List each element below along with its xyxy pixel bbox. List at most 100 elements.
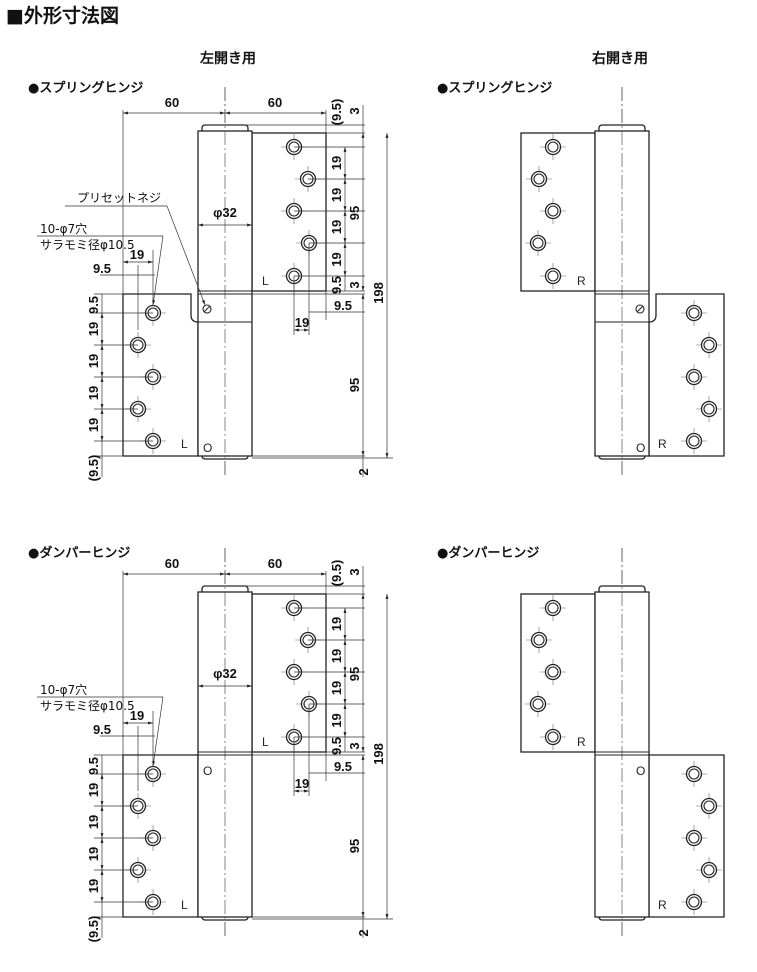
leaf-mark-upper: R (577, 735, 586, 749)
dim-pitch-horizontal-upper: 19 (295, 315, 309, 330)
dim-pitch-upper: 19 (329, 156, 344, 170)
dim-edge-horizontal-upper: 9.5 (334, 759, 352, 774)
right-hand-heading: 右開き用 (591, 50, 648, 67)
dim-pitch-upper: 19 (329, 220, 344, 234)
dim-total: 198 (371, 282, 386, 304)
preset-screw-icon (635, 304, 645, 314)
dim-cap-top: 3 (347, 107, 362, 114)
screw-hole-inner (688, 768, 700, 780)
hole-leader (152, 696, 164, 767)
dim-diameter: φ32 (213, 205, 237, 220)
preset-screw-leader (166, 205, 206, 306)
dim-pitch-lower: 19 (86, 879, 101, 893)
orientation-mark: O (203, 441, 212, 455)
dim-pitch-horizontal-upper: 19 (295, 776, 309, 791)
dim-cap-top: 3 (347, 568, 362, 575)
dim-edge-horizontal-lower: 9.5 (93, 261, 111, 276)
dim-edge-upper-bottom: 9.5 (329, 737, 344, 755)
dim-edge-upper-bottom: 9.5 (329, 276, 344, 294)
preset-screw-label: プリセットネジ (77, 191, 161, 205)
countersink-label: サラモミ径φ10.5 (40, 699, 135, 713)
leaf-mark-upper: R (577, 274, 586, 288)
dim-width-left: 60 (165, 556, 179, 571)
dim-pitch-lower: 19 (86, 815, 101, 829)
screw-hole-inner (703, 864, 715, 876)
spring-hinge-left-label: ●スプリングヒンジ (28, 80, 143, 96)
orientation-mark: O (203, 764, 212, 778)
hole-leader (152, 235, 164, 306)
damper-hinge-right-label: ●ダンパーヒンジ (437, 545, 539, 561)
screw-hole-inner (703, 403, 715, 415)
screw-hole-inner (533, 634, 545, 646)
dim-bottom-offset: (9.5) (86, 455, 101, 482)
dim-width-left: 60 (165, 95, 179, 110)
screw-hole-inner (547, 141, 559, 153)
screw-hole-inner (703, 339, 715, 351)
dim-leaf-span-upper: 95 (347, 206, 362, 220)
dim-pitch-upper: 19 (329, 713, 344, 727)
dim-cap-mid: 3 (347, 281, 362, 288)
dim-diameter: φ32 (213, 666, 237, 681)
screw-hole-inner (688, 896, 700, 908)
dim-edge-lower-top: 9.5 (86, 757, 101, 775)
spring-hinge-left-drawing: O L L 60 60 19 19 19 19 9.5 (9.5) 3 95 3 95 2 198 19 9.5 9.… (37, 87, 393, 481)
leaf-mark-lower: R (658, 898, 667, 912)
dim-edge-horizontal-lower: 9.5 (93, 722, 111, 737)
page-title: ■外形寸法図 (6, 4, 119, 27)
damper-hinge-right-drawing: O R R (520, 548, 725, 938)
dim-cap-mid: 3 (347, 742, 362, 749)
screw-hole-inner (547, 205, 559, 217)
screw-hole-inner (547, 602, 559, 614)
leaf-mark-lower: L (181, 898, 188, 912)
dim-total: 198 (371, 743, 386, 765)
leaf-mark-lower: L (181, 437, 188, 451)
dim-pitch-lower: 19 (86, 847, 101, 861)
dim-edge-lower-top: 9.5 (86, 296, 101, 314)
dim-bottom-gap: 2 (356, 468, 371, 475)
hole-spec-label: 10-φ7穴 (40, 221, 87, 236)
leaf-mark-upper: L (262, 274, 269, 288)
screw-hole-inner (532, 237, 544, 249)
dim-pitch-lower: 19 (86, 322, 101, 336)
dim-pitch-upper: 19 (329, 617, 344, 631)
spring-hinge-right-drawing: ORR (520, 87, 725, 477)
dim-pitch-upper: 19 (329, 649, 344, 663)
countersink-label: サラモミ径φ10.5 (40, 238, 135, 252)
dim-leaf-span-lower: 95 (347, 839, 362, 853)
dim-pitch-upper: 19 (329, 681, 344, 695)
leaf-mark-upper: L (262, 735, 269, 749)
screw-hole-inner (532, 698, 544, 710)
dim-pitch-lower: 19 (86, 354, 101, 368)
screw-hole-inner (533, 173, 545, 185)
screw-hole-inner (688, 832, 700, 844)
dim-bottom-offset: (9.5) (86, 916, 101, 943)
screw-hole-inner (547, 731, 559, 743)
orientation-mark: O (636, 441, 645, 455)
leaf-mark-lower: R (658, 437, 667, 451)
screw-hole-inner (547, 270, 559, 282)
dim-leaf-span-upper: 95 (347, 667, 362, 681)
hole-spec-label: 10-φ7穴 (40, 682, 87, 697)
dim-width-right: 60 (268, 95, 282, 110)
preset-screw-icon (202, 304, 212, 314)
screw-hole-inner (703, 800, 715, 812)
screw-hole-inner (688, 307, 700, 319)
screw-hole-inner (688, 371, 700, 383)
preset-screw-slot (636, 305, 644, 313)
screw-hole-inner (688, 435, 700, 447)
dim-pitch-lower: 19 (86, 783, 101, 797)
orientation-mark: O (636, 764, 645, 778)
dim-width-right: 60 (268, 556, 282, 571)
spring-hinge-right-label: ●スプリングヒンジ (437, 80, 552, 96)
preset-screw-slot (203, 305, 211, 313)
dim-leaf-span-lower: 95 (347, 378, 362, 392)
screw-hole-inner (547, 666, 559, 678)
dim-pitch-horizontal-lower: 19 (130, 708, 144, 723)
dim-pitch-upper: 19 (329, 252, 344, 266)
damper-hinge-left-label: ●ダンパーヒンジ (28, 545, 130, 561)
dim-pitch-upper: 19 (329, 188, 344, 202)
dim-pitch-horizontal-lower: 19 (130, 247, 144, 262)
dim-pitch-lower: 19 (86, 386, 101, 400)
